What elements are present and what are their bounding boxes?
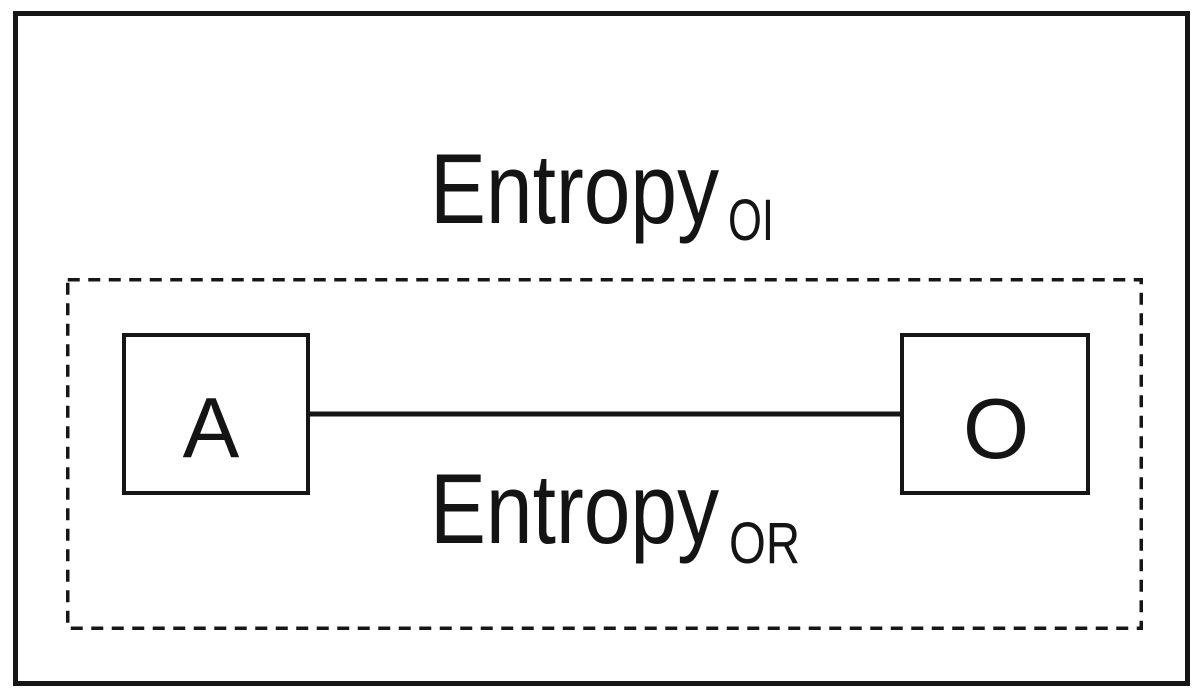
node-o-label: O: [963, 382, 1029, 477]
node-o-box: [900, 333, 1090, 495]
node-a-box: [122, 333, 310, 495]
entropy-or-subscript: OR: [729, 511, 800, 576]
node-a-label: A: [183, 381, 240, 476]
entropy-oi-label: Entropy: [430, 133, 719, 244]
dashed-boundary-box: [66, 278, 1143, 630]
outer-border-box: [13, 11, 1190, 686]
entropy-oi-subscript: OI: [728, 188, 774, 253]
entropy-or-label: Entropy: [430, 453, 719, 564]
